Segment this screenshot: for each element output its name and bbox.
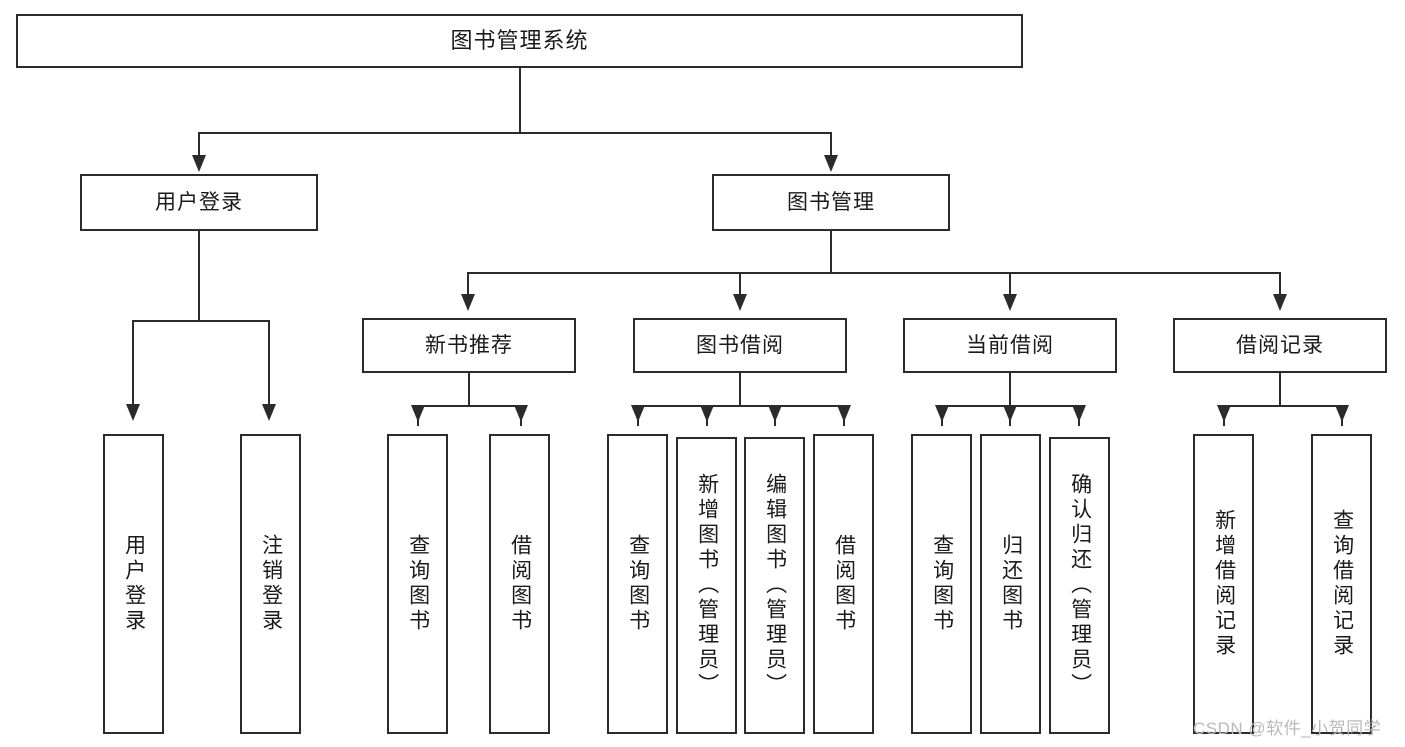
arrowhead-borrow-record-leaf-2	[1335, 405, 1349, 422]
leaf-user-login-login[interactable]: 用户登录	[103, 434, 164, 734]
leaf-current-borrow-return-books[interactable]: 归还图书	[980, 434, 1041, 734]
leaf-book-borrow-query-books[interactable]: 查询图书	[607, 434, 668, 734]
edge-book-borrow-bus	[637, 405, 843, 407]
leaf-new-book-borrow-books[interactable]: 借阅图书	[489, 434, 550, 734]
arrowhead-user-login-leaf-1	[126, 404, 140, 421]
arrowhead-current-borrow-leaf-1	[935, 405, 949, 422]
edge-new-book-stem	[468, 373, 470, 407]
leaf-book-borrow-add-book-admin[interactable]: 新增图书（管理员）	[676, 437, 737, 734]
leaf-label: 查询图书	[406, 534, 430, 634]
arrowhead-book-borrow	[733, 294, 747, 311]
edge-root-bus	[198, 132, 832, 134]
arrowhead-book-borrow-leaf-1	[631, 405, 645, 422]
csdn-watermark: CSDN @软件_小贺同学	[1193, 719, 1382, 738]
leaf-label: 借阅图书	[832, 534, 856, 634]
node-label: 图书借阅	[696, 333, 784, 357]
edge-borrow-record-bus	[1223, 405, 1341, 407]
leaf-label: 用户登录	[122, 534, 146, 634]
edge-book-mgmt-stem	[830, 231, 832, 274]
arrowhead-book-borrow-leaf-2	[700, 405, 714, 422]
node-label: 借阅记录	[1236, 333, 1324, 357]
arrowhead-new-book-leaf-1	[411, 405, 425, 422]
leaf-user-login-logout[interactable]: 注销登录	[240, 434, 301, 734]
arrowhead-to-user-login	[192, 155, 206, 172]
edge-new-book-bus	[417, 405, 520, 407]
arrowhead-user-login-leaf-2	[262, 404, 276, 421]
arrowhead-book-borrow-leaf-3	[768, 405, 782, 422]
node-label: 图书管理系统	[450, 27, 589, 53]
leaf-label: 归还图书	[999, 534, 1023, 634]
arrowhead-new-book-leaf-2	[514, 405, 528, 422]
edge-user-login-bus	[132, 320, 268, 322]
edge-book-mgmt-to-current-borrow	[1009, 272, 1011, 296]
leaf-borrow-record-query-record[interactable]: 查询借阅记录	[1311, 434, 1372, 734]
node-book-management[interactable]: 图书管理	[712, 174, 950, 231]
arrowhead-current-borrow-leaf-2	[1003, 405, 1017, 422]
node-label: 新书推荐	[425, 333, 513, 357]
node-label: 当前借阅	[966, 333, 1054, 357]
edge-book-mgmt-to-book-borrow	[739, 272, 741, 296]
arrowhead-new-book-recommend	[461, 294, 475, 311]
arrowhead-book-borrow-leaf-4	[837, 405, 851, 422]
edge-current-borrow-stem	[1009, 373, 1011, 407]
node-label: 图书管理	[787, 190, 875, 214]
node-new-book-recommend[interactable]: 新书推荐	[362, 318, 576, 373]
leaf-label: 借阅图书	[508, 534, 532, 634]
leaf-label: 查询图书	[930, 534, 954, 634]
leaf-label: 新增借阅记录	[1212, 509, 1236, 659]
edge-user-login-to-leaf-1	[132, 320, 134, 406]
leaf-label: 新增图书（管理员）	[695, 473, 719, 698]
edge-book-borrow-stem	[739, 373, 741, 407]
arrowhead-current-borrow-leaf-3	[1072, 405, 1086, 422]
leaf-new-book-query-books[interactable]: 查询图书	[387, 434, 448, 734]
arrowhead-borrow-record	[1273, 294, 1287, 311]
leaf-book-borrow-edit-book-admin[interactable]: 编辑图书（管理员）	[744, 437, 805, 734]
leaf-book-borrow-borrow-books[interactable]: 借阅图书	[813, 434, 874, 734]
edge-borrow-record-stem	[1279, 373, 1281, 407]
leaf-label: 注销登录	[259, 534, 283, 634]
node-borrow-record[interactable]: 借阅记录	[1173, 318, 1387, 373]
leaf-label: 编辑图书（管理员）	[763, 473, 787, 698]
node-label: 用户登录	[155, 190, 243, 214]
edge-root-to-user-login	[198, 132, 200, 158]
leaf-current-borrow-query-books[interactable]: 查询图书	[911, 434, 972, 734]
arrowhead-current-borrow	[1003, 294, 1017, 311]
edge-user-login-stem	[198, 231, 200, 322]
edge-root-stem	[519, 68, 521, 133]
arrowhead-borrow-record-leaf-1	[1217, 405, 1231, 422]
leaf-label: 查询借阅记录	[1330, 509, 1354, 659]
edge-root-to-book-mgmt	[830, 132, 832, 158]
node-book-borrow[interactable]: 图书借阅	[633, 318, 847, 373]
edge-book-mgmt-to-borrow-record	[1279, 272, 1281, 296]
leaf-label: 查询图书	[626, 534, 650, 634]
node-user-login[interactable]: 用户登录	[80, 174, 318, 231]
edge-user-login-to-leaf-2	[268, 320, 270, 406]
leaf-label: 确认归还（管理员）	[1068, 473, 1092, 698]
node-root-library-system[interactable]: 图书管理系统	[16, 14, 1023, 68]
leaf-borrow-record-add-record[interactable]: 新增借阅记录	[1193, 434, 1254, 734]
node-current-borrow[interactable]: 当前借阅	[903, 318, 1117, 373]
edge-book-mgmt-to-new-book	[467, 272, 469, 296]
arrowhead-to-book-mgmt	[824, 155, 838, 172]
leaf-current-borrow-confirm-return-admin[interactable]: 确认归还（管理员）	[1049, 437, 1110, 734]
edge-book-mgmt-bus	[467, 272, 1280, 274]
